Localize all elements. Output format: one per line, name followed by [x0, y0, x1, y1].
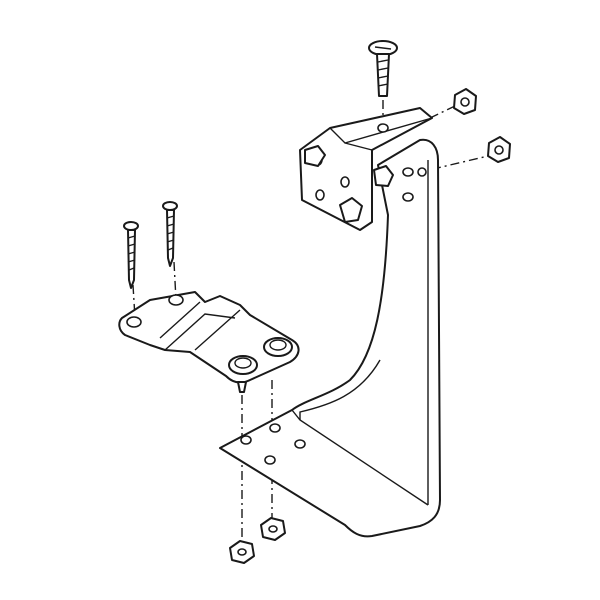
- hex-bolt-head: [339, 197, 363, 223]
- top-clamp-bracket: [299, 107, 433, 231]
- top-screw: [368, 40, 398, 97]
- wood-screw-left: [123, 221, 139, 289]
- l-bracket: [219, 138, 441, 538]
- hex-nut: [373, 165, 394, 187]
- wood-screw-right: [162, 201, 178, 267]
- mounting-plate: [118, 291, 300, 393]
- hex-bolt-head: [304, 145, 326, 167]
